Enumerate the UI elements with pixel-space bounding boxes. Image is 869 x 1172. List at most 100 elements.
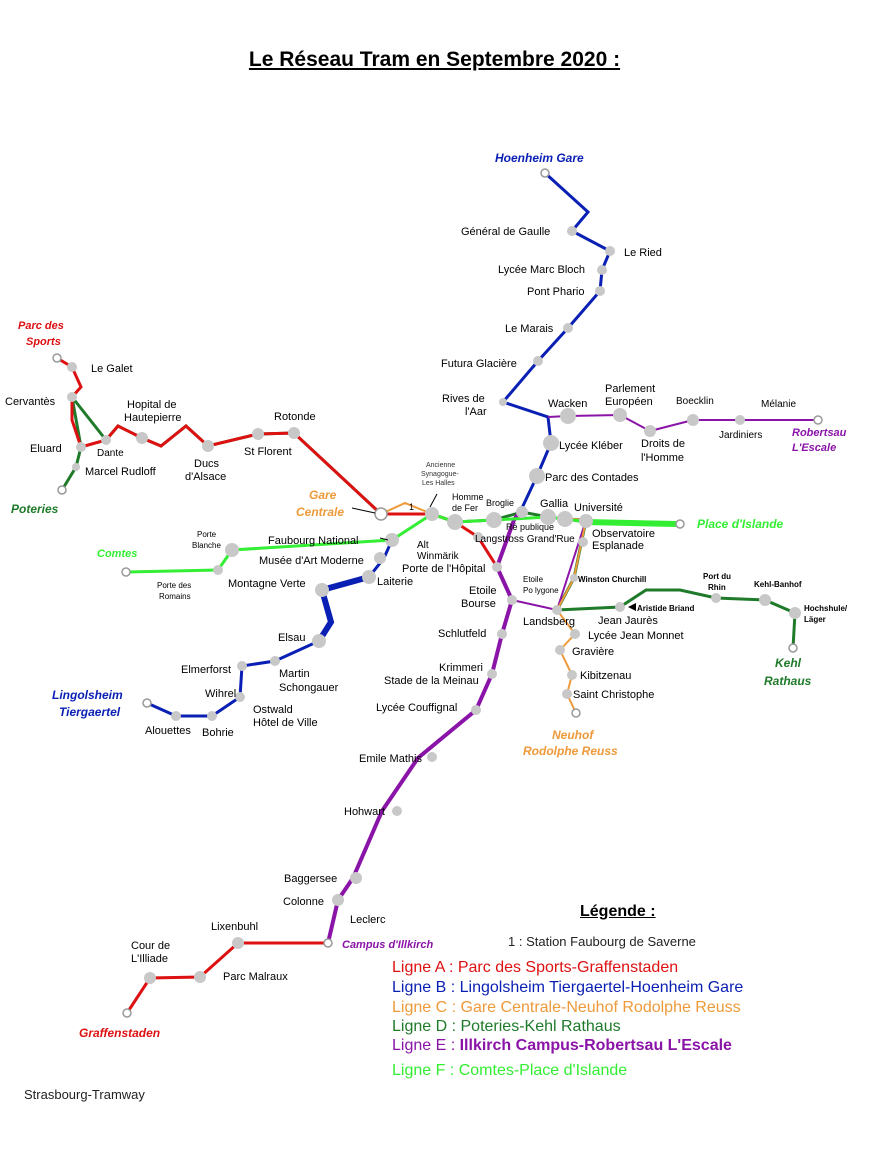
terminus-lingolsheim[interactable]: [142, 698, 152, 708]
station-dot[interactable]: [579, 514, 593, 528]
station-dot[interactable]: [202, 440, 214, 452]
label-republique: Ré publique: [506, 522, 554, 532]
station-dot[interactable]: [595, 286, 605, 296]
station-dot[interactable]: [615, 602, 625, 612]
station-dot[interactable]: [350, 872, 362, 884]
station-dot[interactable]: [101, 435, 111, 445]
label-saint-christophe: Saint Christophe: [573, 689, 654, 701]
station-dot[interactable]: [385, 533, 399, 547]
label-homme-fer-2: de Fer: [452, 503, 478, 513]
station-dot[interactable]: [687, 414, 699, 426]
station-dot[interactable]: [605, 246, 615, 256]
station-dot[interactable]: [540, 509, 556, 525]
station-dot[interactable]: [533, 356, 543, 366]
station-dot[interactable]: [207, 711, 217, 721]
station-dot[interactable]: [567, 670, 577, 680]
station-dot[interactable]: [560, 408, 576, 424]
station-dot[interactable]: [471, 705, 481, 715]
terminus-hoenheim[interactable]: [540, 168, 550, 178]
station-dot[interactable]: [789, 607, 801, 619]
station-dot[interactable]: [552, 605, 562, 615]
station-dot[interactable]: [252, 428, 264, 440]
label-schlutfeld: Schlutfeld: [438, 628, 486, 640]
terminus-kehl[interactable]: [788, 643, 798, 653]
station-dot[interactable]: [315, 583, 329, 597]
terminus-poteries[interactable]: [57, 485, 67, 495]
legend-line-a-prefix: Ligne A: [392, 959, 445, 976]
station-dot[interactable]: [578, 537, 588, 547]
station-dot[interactable]: [171, 711, 181, 721]
label-etoile-polygone-2: Po lygone: [523, 586, 559, 595]
terminus-gare-centrale[interactable]: [374, 507, 388, 521]
station-dot[interactable]: [597, 265, 607, 275]
label-porte-blanche-2: Blanche: [192, 541, 221, 550]
station-dot[interactable]: [67, 392, 77, 402]
station-dot[interactable]: [497, 629, 507, 639]
station-dot[interactable]: [235, 692, 245, 702]
station-dot[interactable]: [232, 937, 244, 949]
station-dot[interactable]: [270, 656, 280, 666]
label-kehl-2: Rathaus: [764, 674, 812, 688]
terminus-campus[interactable]: [323, 938, 333, 948]
station-dot[interactable]: [447, 514, 463, 530]
station-dot[interactable]: [543, 435, 559, 451]
station-dot[interactable]: [555, 645, 565, 655]
station-dot[interactable]: [67, 362, 77, 372]
station-dot[interactable]: [487, 669, 497, 679]
station-dot[interactable]: [144, 972, 156, 984]
faubourg-arrow: [379, 537, 389, 541]
line-f-east-thick: [585, 519, 677, 527]
label-hohwart: Hohwart: [344, 806, 385, 818]
station-dot[interactable]: [735, 415, 745, 425]
station-dot[interactable]: [529, 468, 545, 484]
label-eluard: Eluard: [30, 443, 62, 455]
terminus-robertsau[interactable]: [813, 415, 823, 425]
station-dot[interactable]: [392, 806, 402, 816]
station-dot[interactable]: [427, 752, 437, 762]
station-dot[interactable]: [570, 629, 580, 639]
station-dot[interactable]: [425, 507, 439, 521]
station-dot[interactable]: [711, 593, 721, 603]
station-dot[interactable]: [76, 442, 86, 452]
label-ducs-alsace-1: Ducs: [194, 458, 220, 470]
station-dot[interactable]: [136, 432, 148, 444]
station-dot[interactable]: [492, 562, 502, 572]
label-aristide-briand: Aristide Briand: [637, 604, 694, 613]
terminus-neuhof[interactable]: [571, 708, 581, 718]
station-dot[interactable]: [562, 689, 572, 699]
station-dot[interactable]: [567, 226, 577, 236]
station-dot[interactable]: [332, 894, 344, 906]
station-dot[interactable]: [237, 661, 247, 671]
station-dot[interactable]: [499, 398, 507, 406]
terminus-graffenstaden[interactable]: [122, 1008, 132, 1018]
station-dot[interactable]: [563, 323, 573, 333]
label-le-ried: Le Ried: [624, 247, 662, 259]
station-dot[interactable]: [225, 543, 239, 557]
terminus-comtes[interactable]: [121, 567, 131, 577]
label-martin-1: Martin: [279, 668, 310, 680]
station-dot[interactable]: [374, 552, 386, 564]
station-dot[interactable]: [213, 565, 223, 575]
terminus-place-islande[interactable]: [675, 519, 685, 529]
station-dot[interactable]: [570, 574, 578, 582]
station-dot[interactable]: [644, 425, 656, 437]
label-lycee-kleber: Lycée Kléber: [559, 440, 623, 452]
station-dot[interactable]: [312, 634, 326, 648]
station-dot[interactable]: [507, 595, 517, 605]
station-dot[interactable]: [486, 512, 502, 528]
station-dot[interactable]: [613, 408, 627, 422]
station-dot[interactable]: [473, 532, 483, 542]
label-parc-sports-1: Parc des: [18, 320, 64, 332]
gare-arrow: [351, 507, 376, 514]
label-etoile-bourse-2: Bourse: [461, 598, 496, 610]
station-dot[interactable]: [516, 506, 528, 518]
label-st-florent: St Florent: [244, 446, 292, 458]
station-dot[interactable]: [72, 463, 80, 471]
station-dot[interactable]: [362, 570, 376, 584]
terminus-parc-sports[interactable]: [52, 353, 62, 363]
station-dot[interactable]: [194, 971, 206, 983]
station-dot[interactable]: [759, 594, 771, 606]
label-langstross: Langstross Grand'Rue: [475, 534, 575, 545]
station-dot[interactable]: [288, 427, 300, 439]
station-dot[interactable]: [557, 511, 573, 527]
